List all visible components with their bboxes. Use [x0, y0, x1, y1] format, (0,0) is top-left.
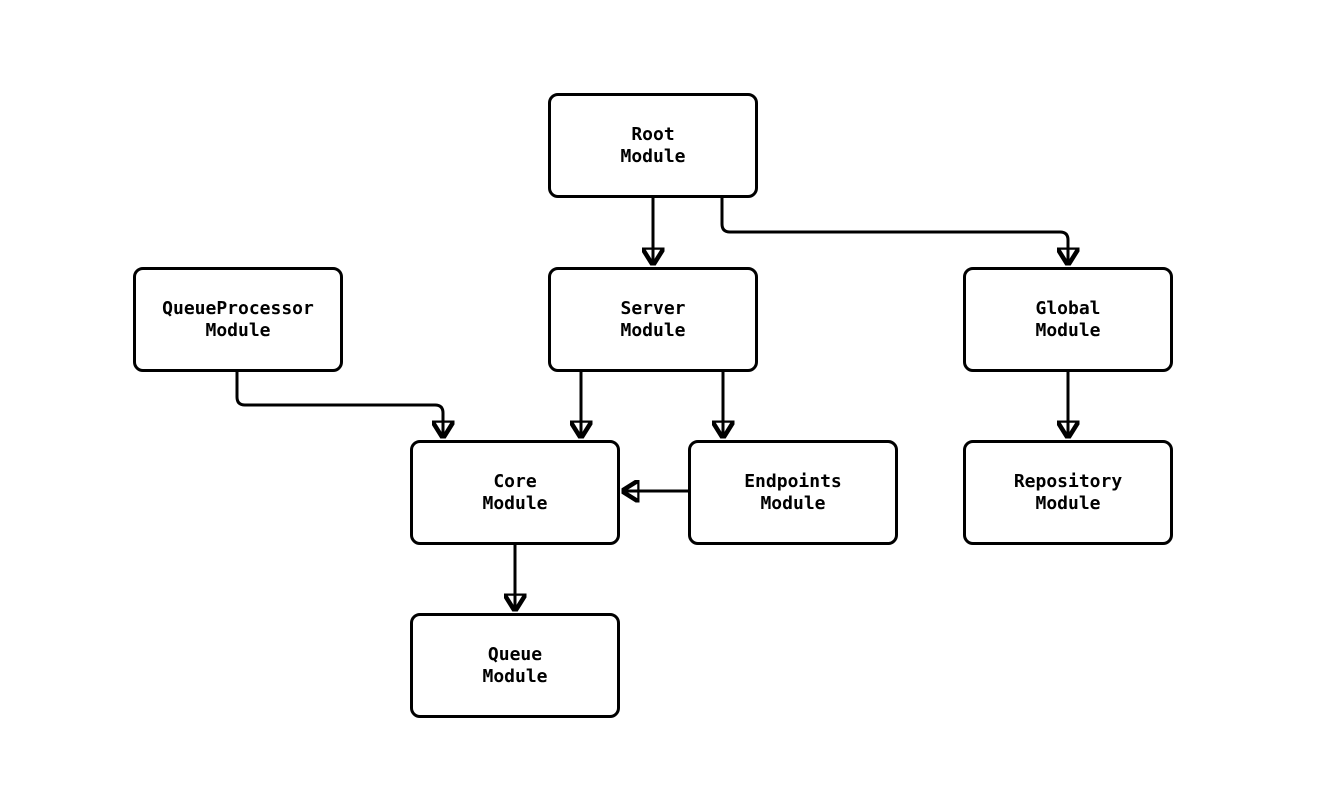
node-root-module: Root Module — [548, 93, 758, 198]
edge-queueprocessor-to-core — [235, 372, 443, 437]
node-queue-module-label: Queue Module — [482, 643, 548, 687]
node-endpoints-module: Endpoints Module — [688, 440, 898, 545]
node-core-module: Core Module — [410, 440, 620, 545]
node-global-module-label: Global Module — [1035, 297, 1101, 341]
node-repository-module: Repository Module — [963, 440, 1173, 545]
node-core-module-label: Core Module — [482, 470, 548, 514]
node-queueprocessor-module: QueueProcessor Module — [133, 267, 343, 372]
node-queueprocessor-module-label: QueueProcessor Module — [162, 297, 314, 341]
node-repository-module-label: Repository Module — [1013, 470, 1123, 514]
node-global-module: Global Module — [963, 267, 1173, 372]
node-server-module-label: Server Module — [620, 297, 686, 341]
node-endpoints-module-label: Endpoints Module — [744, 470, 842, 514]
node-queue-module: Queue Module — [410, 613, 620, 718]
edge-root-to-global — [720, 198, 1068, 264]
node-server-module: Server Module — [548, 267, 758, 372]
node-root-module-label: Root Module — [620, 123, 686, 167]
